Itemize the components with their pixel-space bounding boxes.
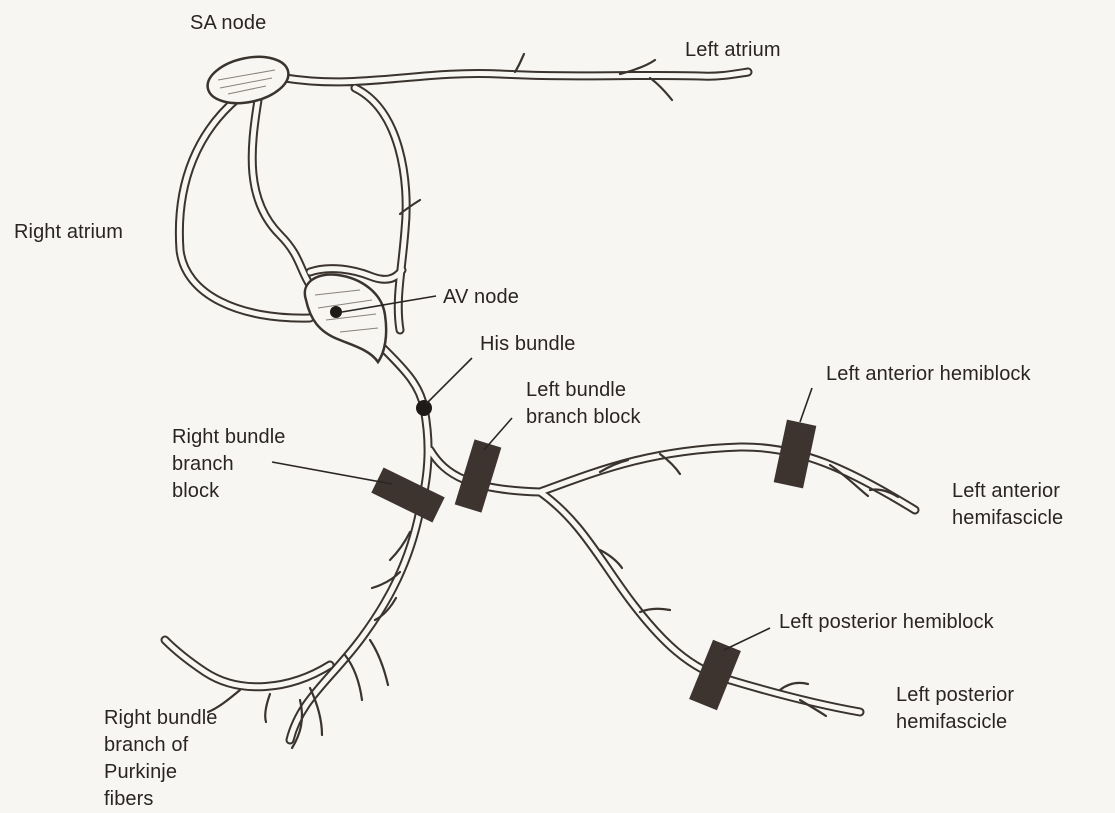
label-av-node: AV node [443,284,519,311]
lbbb-leader [484,418,512,450]
av-node-shape [305,274,386,362]
av-node-dot [330,306,342,318]
label-left-posterior-hemiblock: Left posterior hemiblock [779,609,994,636]
pathway-internodal-middle [252,100,310,285]
label-left-bundle-branch-block: Left bundle branch block [526,377,641,431]
label-right-bundle-branch-block: Right bundle branch block [172,424,286,505]
lph-leader [724,628,770,650]
left-anterior-hemiblock-marker [774,420,817,489]
his-bundle-leader [426,358,472,404]
label-left-anterior-hemifascicle: Left anterior hemifascicle [952,478,1063,532]
label-his-bundle: His bundle [480,331,576,358]
label-sa-node: SA node [190,10,266,37]
pathway-right-bundle [290,510,420,740]
sa-node-shape [203,50,292,110]
label-left-atrium: Left atrium [685,37,781,64]
right-bundle-branch-block-marker [371,468,444,523]
label-left-anterior-hemiblock: Left anterior hemiblock [826,361,1031,388]
label-right-atrium: Right atrium [14,219,123,246]
label-right-bundle-purkinje: Right bundle branch of Purkinje fibers [104,705,218,813]
his-bundle-dot [416,400,432,416]
left-posterior-hemiblock-marker [689,640,741,711]
label-left-posterior-hemifascicle: Left posterior hemifascicle [896,682,1014,736]
lah-leader [800,388,812,422]
rbbb-leader [272,462,392,484]
